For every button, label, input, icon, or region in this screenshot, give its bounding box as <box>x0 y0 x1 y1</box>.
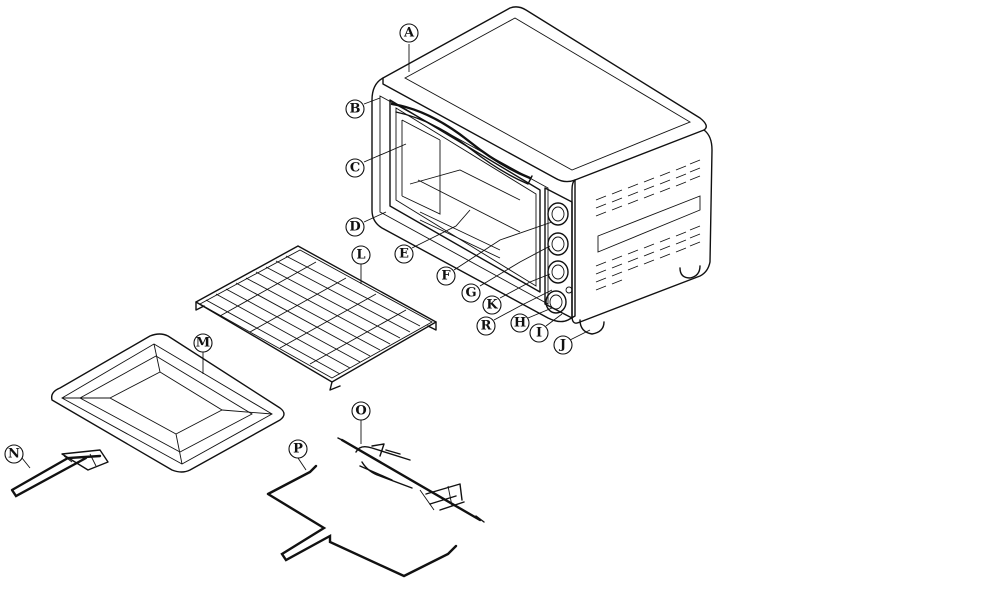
svg-text:K: K <box>486 298 498 313</box>
callout-f: F <box>436 266 456 286</box>
callout-l: L <box>351 245 371 265</box>
side-vents <box>595 159 701 291</box>
baking-pan <box>50 333 285 473</box>
svg-text:P: P <box>293 442 303 457</box>
callout-d: D <box>345 217 365 237</box>
svg-text:G: G <box>465 286 476 301</box>
callout-e: E <box>394 244 414 264</box>
callout-r: R <box>476 316 496 336</box>
callout-h: H <box>510 313 530 333</box>
svg-text:E: E <box>399 247 409 262</box>
leader-lines <box>21 44 591 471</box>
svg-text:C: C <box>350 161 360 176</box>
svg-text:I: I <box>536 326 542 341</box>
callout-p: P <box>288 439 308 459</box>
svg-text:D: D <box>349 220 360 235</box>
rotisserie-spit <box>337 437 485 523</box>
toaster-oven <box>371 6 713 335</box>
callouts: A B C D E F G K R H I J L M N O P <box>4 23 573 464</box>
callout-c: C <box>345 158 365 178</box>
svg-text:M: M <box>196 336 210 351</box>
tray-handle <box>10 449 109 498</box>
callout-b: B <box>345 99 365 119</box>
svg-text:F: F <box>441 269 451 284</box>
svg-text:L: L <box>356 248 365 263</box>
svg-text:H: H <box>514 316 526 331</box>
callout-i: I <box>529 323 549 343</box>
control-knobs <box>545 202 573 314</box>
callout-j: J <box>553 335 573 355</box>
svg-text:R: R <box>481 319 492 334</box>
svg-text:O: O <box>355 404 366 419</box>
callout-m: M <box>193 333 213 353</box>
svg-text:B: B <box>350 102 361 117</box>
callout-a: A <box>399 23 419 43</box>
svg-text:N: N <box>8 447 20 462</box>
wire-rack <box>195 245 437 391</box>
callout-o: O <box>351 401 371 421</box>
svg-text:A: A <box>403 26 415 41</box>
svg-text:J: J <box>559 338 566 353</box>
callout-k: K <box>482 295 502 315</box>
callout-n: N <box>4 444 24 464</box>
spit-handle <box>266 464 458 578</box>
callout-g: G <box>461 283 481 303</box>
